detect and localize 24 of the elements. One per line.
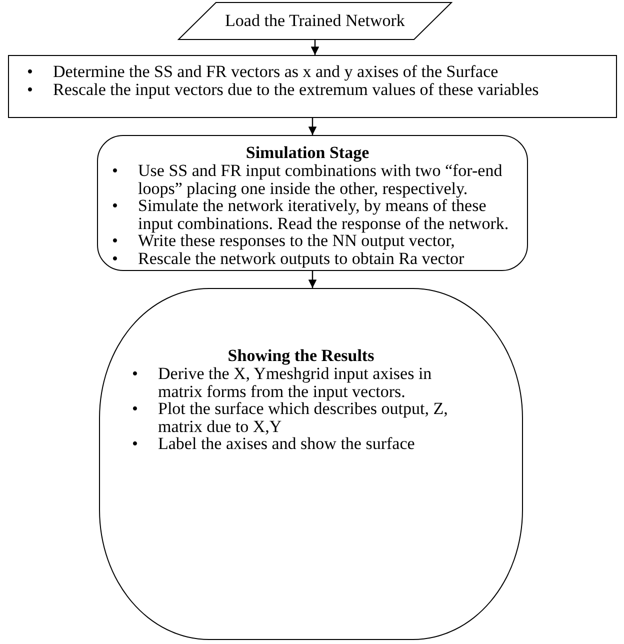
bullet-text: Determine the SS and FR vectors as x and y axises of the Surface xyxy=(53,62,498,81)
bullet-text: Rescale the network outputs to obtain Ra vector xyxy=(138,248,464,268)
bullet-text: Label the axises and show the surface xyxy=(158,434,415,453)
bullet-text: Derive the X, Ymeshgrid input axises in matrix forms from the input vectors. xyxy=(158,364,432,400)
bullet-text: Rescale the input vectors due to the extremum values of these variables xyxy=(53,80,539,98)
arrow xyxy=(308,118,317,135)
section-heading: Simulation Stage xyxy=(244,144,370,162)
step-text: Load the Trained Network xyxy=(224,10,406,30)
process-box xyxy=(97,135,528,271)
bullet-mark: • xyxy=(27,63,34,80)
bullet-text: Use SS and FR input combinations with two “for-end loops” placing one inside the other, respectively. xyxy=(138,161,502,198)
bullet-mark: • xyxy=(112,250,119,267)
bullet-mark: • xyxy=(112,197,119,214)
arrow xyxy=(310,40,320,55)
bullet-mark: • xyxy=(132,435,139,452)
bullet-mark: • xyxy=(27,80,34,98)
bullet-mark: • xyxy=(112,232,119,250)
bullet-mark: • xyxy=(132,365,139,382)
bullet-mark: • xyxy=(132,400,139,418)
input-parallelogram xyxy=(178,2,452,40)
arrow xyxy=(308,271,317,288)
process-box xyxy=(8,55,617,118)
bullet-mark: • xyxy=(112,162,119,180)
section-heading: Showing the Results xyxy=(226,347,376,365)
